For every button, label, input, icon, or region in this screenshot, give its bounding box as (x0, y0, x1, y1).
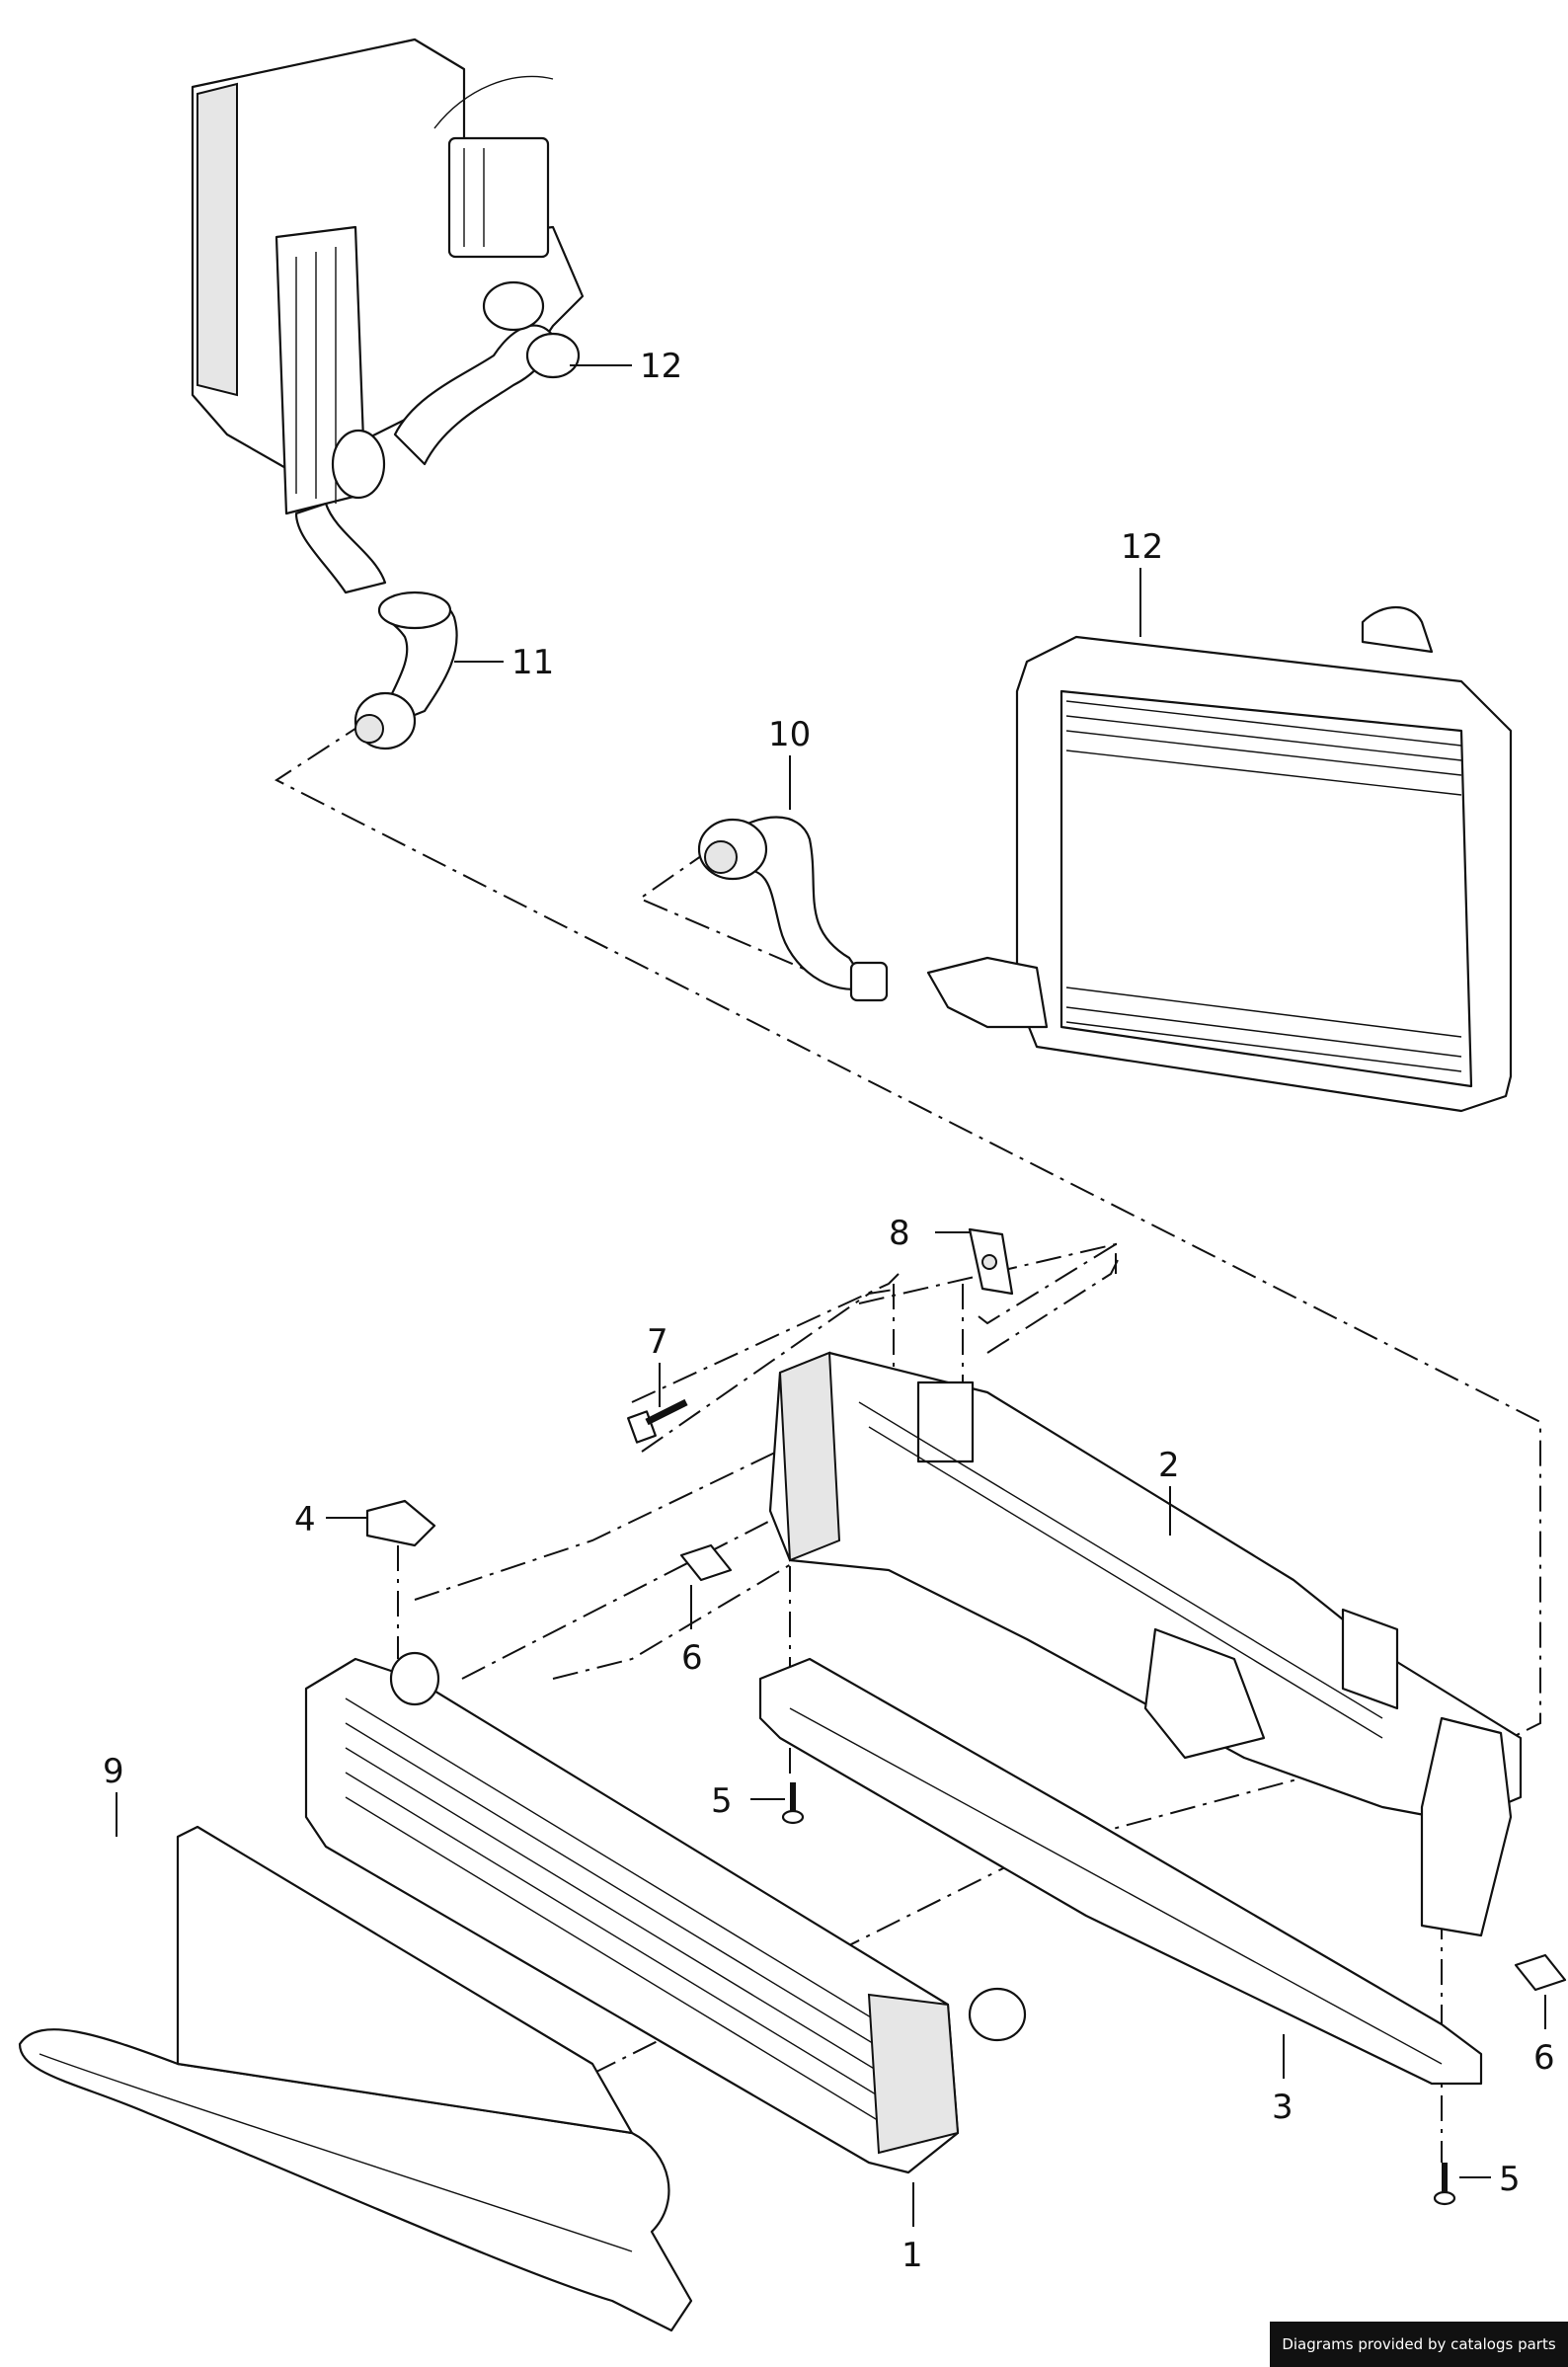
part-9-air-duct (18, 1825, 693, 2332)
part-6-clip-right (1514, 1953, 1567, 1992)
callout-11: 11 (511, 643, 554, 682)
callout-6-right: 6 (1533, 2038, 1555, 2078)
callout-3: 3 (1272, 2088, 1294, 2127)
callout-5-right: 5 (1499, 2160, 1521, 2199)
part-12-right-radiator-assembly (926, 606, 1513, 1113)
callout-12-right: 12 (1121, 527, 1163, 567)
part-7-bolt (627, 1398, 688, 1444)
callout-10: 10 (768, 715, 811, 754)
callout-1: 1 (902, 2236, 923, 2275)
part-5-screw-left (781, 1782, 805, 1825)
part-1-intercooler (304, 1651, 1027, 2174)
callout-9: 9 (103, 1752, 124, 1791)
part-10-hose (697, 816, 889, 1002)
part-3-lower-support (758, 1657, 1483, 2086)
callout-7: 7 (647, 1322, 668, 1362)
part-12-upper-cooler-assembly (191, 38, 585, 594)
part-8-clip (968, 1227, 1014, 1296)
callout-6-left: 6 (681, 1638, 703, 1678)
callout-8: 8 (889, 1214, 910, 1253)
callout-2: 2 (1158, 1446, 1180, 1485)
leader-lines (116, 364, 1546, 2227)
part-11-hose (353, 591, 458, 750)
callout-numbers: 12 12 11 10 8 7 2 4 6 6 5 5 9 3 1 (103, 347, 1555, 2275)
part-2-carrier-frame (768, 1351, 1523, 1937)
callout-4: 4 (294, 1500, 316, 1539)
callout-5-left: 5 (711, 1781, 733, 1821)
part-4-bracket (365, 1499, 436, 1547)
callout-12-upper: 12 (640, 347, 682, 386)
part-5-screw-right (1433, 2163, 1456, 2206)
credit-label: Diagrams provided by catalogs parts (1270, 2322, 1568, 2367)
part-6-clip-left (679, 1543, 733, 1582)
